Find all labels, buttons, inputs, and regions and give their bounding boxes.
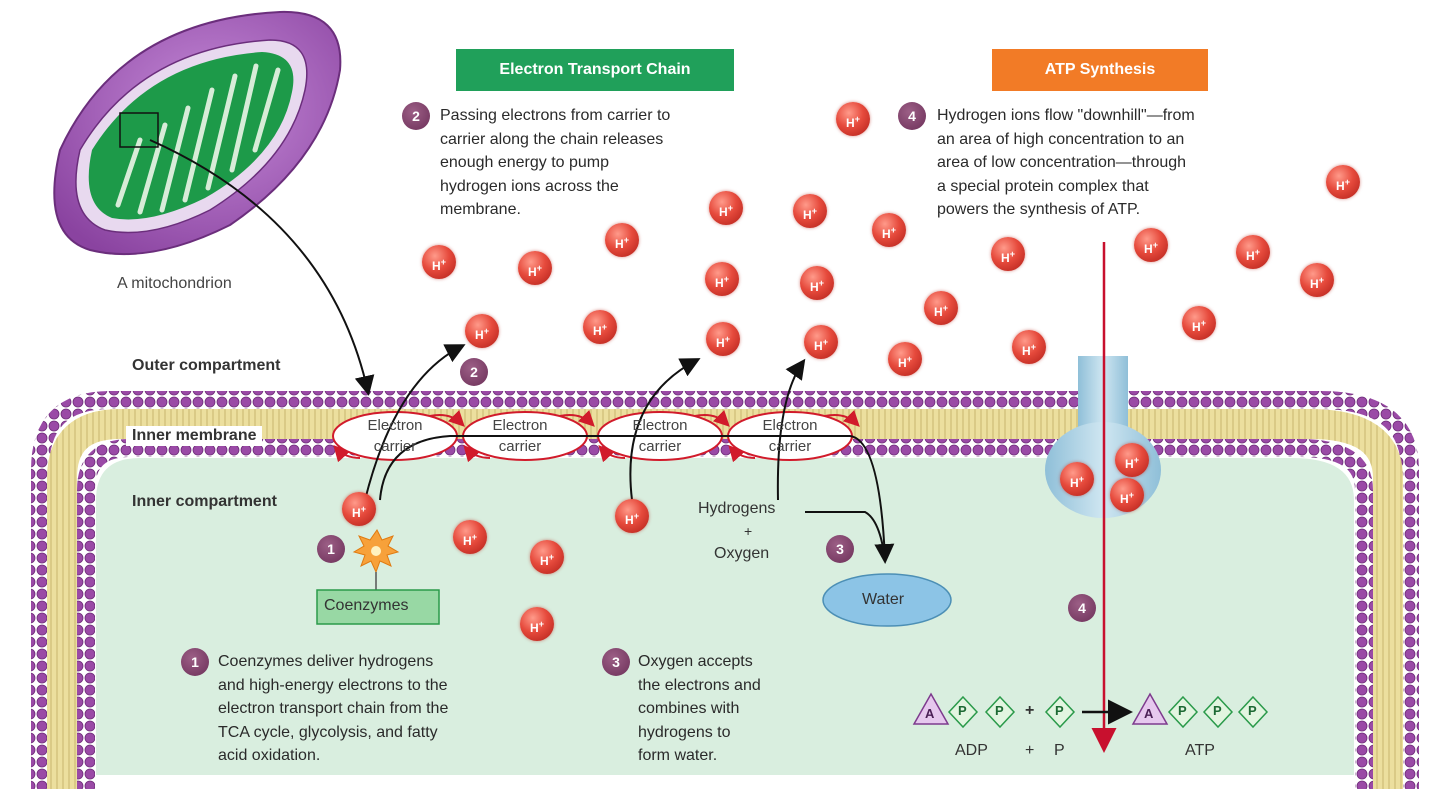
mitochondrion-label: A mitochondrion — [117, 275, 232, 292]
free-p-letter: P — [1055, 703, 1064, 718]
step-2-text: Passing electrons from carrier to carrie… — [440, 107, 671, 218]
step-2-badge: 2 — [402, 102, 430, 130]
step-1-text: Coenzymes deliver hydrogens and high-ene… — [218, 653, 449, 764]
h-ion: H+ — [520, 607, 554, 641]
h-ion: H+ — [705, 262, 739, 296]
h-ion: H+ — [793, 194, 827, 228]
h-ion: H+ — [1060, 462, 1094, 496]
h-ion: H+ — [465, 314, 499, 348]
p-label: P — [1054, 742, 1065, 759]
atp-p1-letter: P — [1178, 703, 1187, 718]
adp-label: ADP — [955, 742, 988, 759]
h-ion: H+ — [888, 342, 922, 376]
inner-compartment-label: Inner compartment — [132, 493, 277, 510]
eq-plus: + — [1025, 702, 1035, 719]
step-4-marker: 4 — [1068, 594, 1096, 622]
h-ion: H+ — [1326, 165, 1360, 199]
coenzymes-label: Coenzymes — [324, 597, 409, 614]
h-ion: H+ — [1115, 443, 1149, 477]
step-1-marker: 1 — [317, 535, 345, 563]
inner-compartment-area — [96, 458, 1354, 775]
h-ion: H+ — [804, 325, 838, 359]
hydrogens-to-water — [805, 511, 886, 561]
pump-arrow-3 — [776, 358, 806, 501]
h-ion: H+ — [1182, 306, 1216, 340]
step-4-badge: 4 — [898, 102, 926, 130]
step-3-badge: 3 — [602, 648, 630, 676]
h-ion: H+ — [1110, 478, 1144, 512]
h-ion: H+ — [615, 499, 649, 533]
etc-header: Electron Transport Chain — [456, 49, 734, 91]
atp-label: ATP — [1185, 742, 1215, 759]
step-1-badge: 1 — [181, 648, 209, 676]
adp-plus-label: + — [1025, 742, 1035, 759]
h-ion: H+ — [800, 266, 834, 300]
atp-a-letter: A — [1144, 706, 1154, 721]
h-ion: H+ — [453, 520, 487, 554]
coenzyme-starburst — [352, 529, 400, 592]
adp-reaction — [912, 692, 1269, 729]
h-ion: H+ — [991, 237, 1025, 271]
mitochondrion-illustration — [53, 10, 375, 396]
h-ion: H+ — [1134, 228, 1168, 262]
coenzymes-box — [316, 589, 440, 625]
h-ion: H+ — [836, 102, 870, 136]
step-3-marker: 3 — [826, 535, 854, 563]
step-3-text: Oxygen accepts the electrons and combine… — [638, 653, 761, 764]
pump-arrow-2 — [629, 358, 701, 501]
h-ion: H+ — [1300, 263, 1334, 297]
membrane-outer-band — [31, 391, 1419, 789]
h-ion: H+ — [422, 245, 456, 279]
electron-path — [379, 435, 895, 564]
pump-arrow-1 — [364, 344, 466, 501]
adp-p2-letter: P — [995, 703, 1004, 718]
plus-label: + — [744, 523, 753, 539]
water-label: Water — [862, 591, 905, 608]
inner-membrane-label: Inner membrane — [126, 426, 263, 446]
h-ion: H+ — [706, 322, 740, 356]
oxygen-label: Oxygen — [714, 545, 770, 562]
h-ion: H+ — [1012, 330, 1046, 364]
mitochondrion-zoom-arrow — [149, 139, 375, 396]
h-ion: H+ — [605, 223, 639, 257]
h-ion: H+ — [924, 291, 958, 325]
h-ion: H+ — [583, 310, 617, 344]
step-4-text: Hydrogen ions flow "downhill"—from an ar… — [937, 107, 1195, 218]
atp-synthesis-header: ATP Synthesis — [992, 49, 1208, 91]
h-ion: H+ — [872, 213, 906, 247]
adp-a-letter: A — [925, 706, 935, 721]
outer-compartment-label: Outer compartment — [132, 357, 281, 374]
h-ion: H+ — [518, 251, 552, 285]
h-ion: H+ — [1236, 235, 1270, 269]
h-ion: H+ — [530, 540, 564, 574]
h-ion: H+ — [342, 492, 376, 526]
hydrogens-label: Hydrogens — [698, 500, 776, 517]
h-ion: H+ — [709, 191, 743, 225]
adp-p1-letter: P — [958, 703, 967, 718]
atp-p2-letter: P — [1213, 703, 1222, 718]
atp-p3-letter: P — [1248, 703, 1257, 718]
step-2-marker: 2 — [460, 358, 488, 386]
water-ellipse — [822, 573, 952, 627]
membrane-inner-band — [77, 439, 1373, 789]
